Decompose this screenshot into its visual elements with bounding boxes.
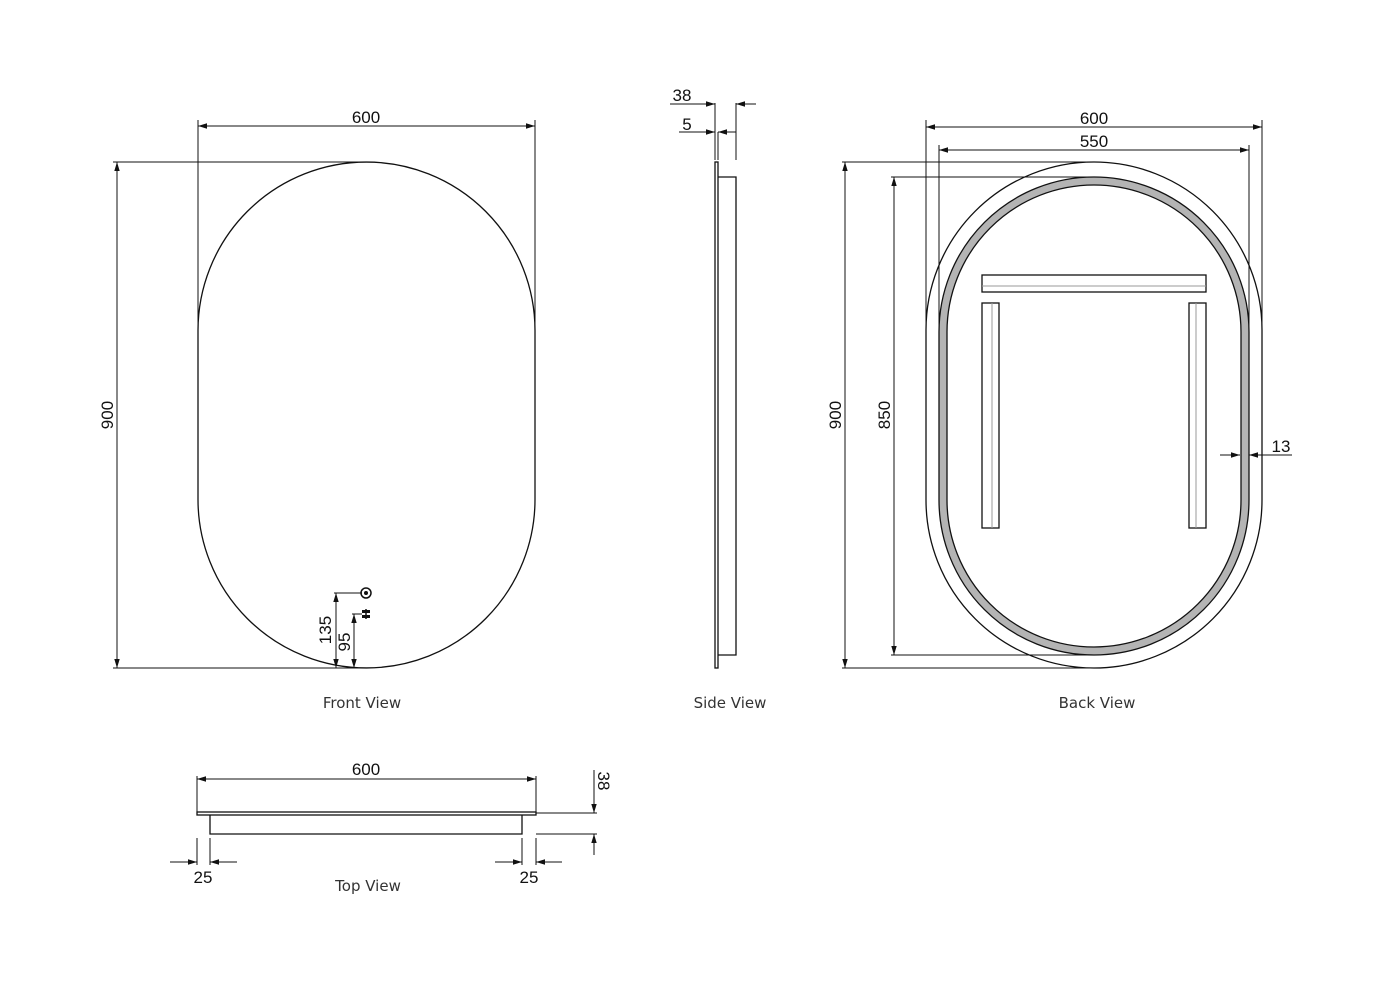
back-view: 600 550 900 850 13 Back View [826, 109, 1292, 712]
top-right-inset-dim: 25 [520, 868, 539, 887]
side-glass-panel [714, 161, 719, 669]
front-view: 600 900 135 95 Front View [98, 108, 536, 712]
back-right-strip [1188, 302, 1207, 529]
back-top-bracket [981, 274, 1207, 293]
back-led-band [938, 176, 1250, 656]
top-view: 600 38 25 25 Top View [170, 760, 613, 895]
side-view: 38 5 Side View [670, 86, 766, 712]
front-height-dim: 900 [98, 401, 117, 429]
back-outer-width-dim: 600 [1080, 109, 1108, 128]
front-mirror-outline [197, 161, 536, 669]
side-view-label: Side View [694, 694, 767, 712]
front-width-dim: 600 [352, 108, 380, 127]
back-outer-outline [925, 161, 1263, 669]
top-housing [209, 815, 523, 835]
back-inner-width-dim: 550 [1080, 132, 1108, 151]
top-glass-panel [196, 811, 537, 816]
side-depth-dim: 38 [673, 86, 692, 105]
back-inner-height-dim: 850 [875, 401, 894, 429]
front-view-label: Front View [323, 694, 401, 712]
side-glass-dim: 5 [682, 115, 691, 134]
back-outer-height-dim: 900 [826, 401, 845, 429]
back-view-label: Back View [1059, 694, 1136, 712]
back-left-strip [981, 302, 1000, 529]
front-switch-upper-dim: 135 [316, 616, 335, 644]
top-view-label: Top View [334, 877, 401, 895]
touch-switch-icon [360, 587, 372, 599]
sensor-icon [362, 609, 370, 619]
top-depth-dim: 38 [594, 772, 613, 791]
front-switch-lower-dim: 95 [335, 633, 354, 652]
side-housing [718, 176, 737, 656]
top-width-dim: 600 [352, 760, 380, 779]
back-band-dim: 13 [1272, 437, 1291, 456]
top-left-inset-dim: 25 [194, 868, 213, 887]
